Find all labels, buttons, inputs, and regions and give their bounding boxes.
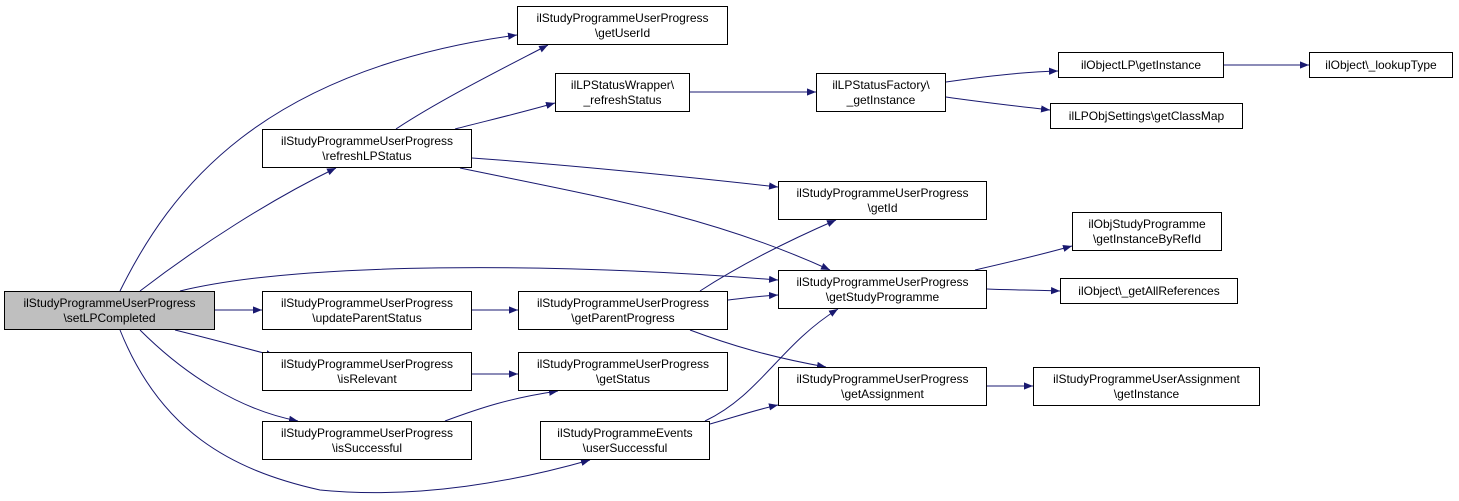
node-setLPCompleted: ilStudyProgrammeUserProgress\setLPComple…: [4, 291, 215, 330]
node-label-line: ilObjectLP\getInstance: [1080, 57, 1202, 72]
node-getStatus[interactable]: ilStudyProgrammeUserProgress\getStatus: [518, 352, 728, 391]
node-label-line: \getId: [867, 200, 898, 215]
node-label-line: \getInstanceByRefId: [1092, 231, 1202, 246]
node-getAllReferences[interactable]: ilObject\_getAllReferences: [1060, 278, 1238, 304]
node-refreshStatus[interactable]: ilLPStatusWrapper\_refreshStatus: [555, 73, 690, 112]
node-getParentProgress[interactable]: ilStudyProgrammeUserProgress\getParentPr…: [518, 291, 728, 330]
edge-setLPCompleted-to-isRelevant: [174, 329, 276, 358]
node-label-line: \getInstance: [1113, 386, 1180, 401]
node-label-line: \refreshLPStatus: [322, 148, 412, 163]
node-refreshLPStatus[interactable]: ilStudyProgrammeUserProgress\refreshLPSt…: [262, 129, 472, 168]
node-label-line: ilStudyProgrammeUserProgress: [796, 371, 969, 386]
node-label-line: ilStudyProgrammeUserProgress: [280, 356, 454, 371]
node-assignmentGetInstance[interactable]: ilStudyProgrammeUserAssignment\getInstan…: [1033, 367, 1260, 406]
edge-setLPCompleted-to-refreshLPStatus: [139, 167, 337, 292]
node-label-line: \getAssignment: [841, 386, 924, 401]
node-label-line: ilStudyProgrammeUserProgress: [796, 274, 969, 289]
node-updateParentStatus[interactable]: ilStudyProgrammeUserProgress\updateParen…: [262, 291, 472, 330]
node-label-line: ilStudyProgrammeUserProgress: [280, 133, 454, 148]
node-objectLPGetInstance[interactable]: ilObjectLP\getInstance: [1058, 52, 1224, 78]
edge-getParentProgress-to-getStudyProgramme: [727, 291, 779, 301]
node-getId[interactable]: ilStudyProgrammeUserProgress\getId: [778, 181, 987, 220]
edge-refreshLPStatus-to-getStudyProgramme: [459, 167, 831, 271]
edge-userSuccessful-to-getStudyProgramme: [704, 308, 839, 422]
node-label-line: ilObject\_getAllReferences: [1078, 283, 1220, 298]
node-label-line: \getParentProgress: [571, 310, 675, 325]
node-getInstanceByRefId[interactable]: ilObjStudyProgramme\getInstanceByRefId: [1072, 212, 1222, 251]
edge-getStudyProgramme-to-getInstanceByRefId: [974, 244, 1073, 271]
edge-setLPCompleted-to-isSuccessful: [139, 329, 299, 423]
node-label-line: \getStatus: [595, 371, 651, 386]
node-label-line: \userSuccessful: [582, 440, 668, 455]
node-label-line: \updateParentStatus: [312, 310, 422, 325]
edge-factoryGetInstance-to-getClassMap: [945, 96, 1051, 113]
node-label-line: ilStudyProgrammeEvents: [557, 425, 693, 440]
edge-factoryGetInstance-to-objectLPGetInstance: [945, 67, 1059, 83]
node-label-line: ilStudyProgrammeUserProgress: [280, 425, 454, 440]
edge-userSuccessful-to-getAssignment: [709, 403, 779, 425]
node-label-line: \getUserId: [594, 25, 651, 40]
node-label-line: ilStudyProgrammeUserProgress: [536, 10, 709, 25]
node-label-line: ilLPStatusFactory\: [832, 77, 930, 92]
node-userSuccessful[interactable]: ilStudyProgrammeEvents\userSuccessful: [540, 421, 710, 460]
edge-getStudyProgramme-to-getAllReferences: [986, 287, 1061, 295]
node-label-line: ilStudyProgrammeUserProgress: [796, 185, 969, 200]
edge-setLPCompleted-to-userSuccessful: [119, 329, 591, 494]
node-label-line: ilLPObjSettings\getClassMap: [1068, 108, 1225, 123]
node-getAssignment[interactable]: ilStudyProgrammeUserProgress\getAssignme…: [778, 367, 987, 406]
node-label-line: _refreshStatus: [583, 92, 662, 107]
node-label-line: ilObjStudyProgramme: [1088, 216, 1206, 231]
node-factoryGetInstance[interactable]: ilLPStatusFactory\_getInstance: [816, 73, 946, 112]
edge-getParentProgress-to-getId: [699, 219, 837, 292]
edge-refreshLPStatus-to-getUserId: [395, 44, 549, 130]
node-label-line: _getInstance: [846, 92, 916, 107]
node-label-line: ilObject\_lookupType: [1325, 57, 1437, 72]
edge-setLPCompleted-to-getUserId: [119, 32, 518, 292]
node-label-line: ilLPStatusWrapper\: [570, 77, 675, 92]
node-lookupType[interactable]: ilObject\_lookupType: [1309, 52, 1453, 78]
edge-setLPCompleted-to-getStudyProgramme: [179, 267, 779, 292]
edge-refreshLPStatus-to-refreshStatus: [454, 102, 556, 130]
node-getStudyProgramme[interactable]: ilStudyProgrammeUserProgress\getStudyPro…: [778, 270, 987, 309]
node-label-line: ilStudyProgrammeUserProgress: [536, 295, 710, 310]
node-label-line: ilStudyProgrammeUserAssignment: [1053, 371, 1240, 386]
node-label-line: \isSuccessful: [331, 440, 403, 455]
edge-isSuccessful-to-getStatus: [444, 388, 559, 422]
node-getUserId[interactable]: ilStudyProgrammeUserProgress\getUserId: [517, 6, 728, 45]
node-label-line: ilStudyProgrammeUserProgress: [536, 356, 710, 371]
edge-refreshLPStatus-to-getId: [471, 157, 779, 190]
node-label-line: \isRelevant: [337, 371, 397, 386]
node-getClassMap[interactable]: ilLPObjSettings\getClassMap: [1050, 103, 1243, 129]
node-label-line: ilStudyProgrammeUserProgress: [23, 295, 196, 310]
node-label-line: \setLPCompleted: [63, 310, 156, 325]
node-isRelevant[interactable]: ilStudyProgrammeUserProgress\isRelevant: [262, 352, 472, 391]
node-isSuccessful[interactable]: ilStudyProgrammeUserProgress\isSuccessfu…: [262, 421, 472, 460]
edge-getParentProgress-to-getAssignment: [689, 329, 827, 369]
node-label-line: \getStudyProgramme: [825, 289, 940, 304]
node-label-line: ilStudyProgrammeUserProgress: [280, 295, 454, 310]
